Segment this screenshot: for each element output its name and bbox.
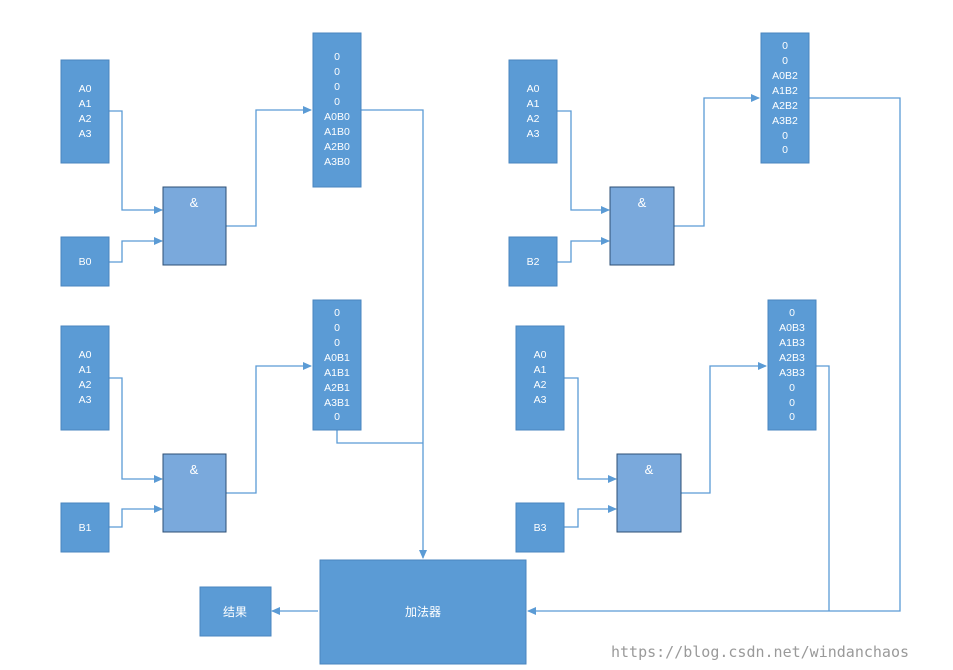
partial-product-bit: A1B0 (324, 126, 350, 138)
partial-product-bit: 0 (334, 66, 340, 78)
partial-product-bit: 0 (334, 337, 340, 349)
and-gate (162, 453, 227, 533)
a-input-box (60, 325, 110, 431)
partial-product-bit: A2B3 (779, 352, 805, 364)
partial-product-bit: A2B1 (324, 382, 350, 394)
and-gate-label: & (638, 195, 647, 210)
a-input-label: A1 (79, 98, 92, 110)
partial-product-bit: A3B1 (324, 397, 350, 409)
unit-0: A0 A1 A2 A3 B0 & 0 0 0 0 A0B0 A1B0 A2B0 … (60, 32, 362, 287)
a-input-label: A2 (79, 113, 92, 125)
wire-b0-to-gate-0 (109, 237, 163, 263)
partial-product-bit: A1B2 (772, 85, 798, 97)
partial-product-box (767, 299, 817, 431)
partial-product-bit: 0 (334, 96, 340, 108)
partial-product-bit: A0B2 (772, 70, 798, 82)
and-gate (162, 186, 227, 266)
wire-pp-3-to-adder (816, 365, 830, 611)
partial-product-bit: 0 (789, 382, 795, 394)
a-input-label: A0 (79, 349, 92, 361)
and-gate (616, 453, 682, 533)
partial-product-bit: 0 (782, 55, 788, 67)
a-input-label: A2 (534, 379, 547, 391)
partial-product-bit: A0B3 (779, 322, 805, 334)
and-gate-label: & (190, 462, 199, 477)
b-input-box (508, 236, 558, 287)
b-input-label: B3 (534, 522, 547, 534)
result-label: 结果 (223, 605, 247, 619)
partial-product-bit: 0 (789, 411, 795, 423)
wire-gate-3-to-pp-3 (681, 362, 767, 494)
wire-a-to-gate-0 (109, 110, 163, 214)
wire-gate-0-to-pp-0 (226, 106, 312, 227)
partial-product-bit: A1B3 (779, 337, 805, 349)
and-gate (609, 186, 675, 266)
a-input-label: A3 (79, 394, 92, 406)
partial-product-bit: 0 (782, 40, 788, 52)
wire-pp-1-to-adder (336, 430, 423, 444)
b-input-box (60, 502, 110, 553)
wire-gate-2-to-pp-2 (674, 94, 760, 227)
partial-product-bit: 0 (789, 397, 795, 409)
wire-b2-to-gate-2 (557, 237, 610, 263)
partial-product-bit: 0 (334, 322, 340, 334)
a-input-label: A0 (527, 83, 540, 95)
a-input-label: A2 (527, 113, 540, 125)
unit-3: A0 A1 A2 A3 B3 & 0 A0B3 A1B3 A2B3 A3B3 0… (515, 299, 817, 553)
a-input-label: A3 (79, 128, 92, 140)
partial-product-bit: 0 (782, 144, 788, 156)
wire-b3-to-gate-3 (564, 505, 617, 528)
partial-product-bit: 0 (334, 307, 340, 319)
a-input-label: A0 (79, 83, 92, 95)
and-gate-label: & (645, 462, 654, 477)
b-input-label: B2 (527, 256, 540, 268)
a-input-label: A1 (79, 364, 92, 376)
unit-2: A0 A1 A2 A3 B2 & 0 0 A0B2 A1B2 A2B2 A3B2… (508, 32, 810, 287)
partial-product-bit: A1B1 (324, 367, 350, 379)
a-input-label: A0 (534, 349, 547, 361)
partial-product-box (760, 32, 810, 164)
unit-1: A0 A1 A2 A3 B1 & 0 0 0 A0B1 A1B1 A2B1 A3… (60, 299, 362, 553)
a-input-label: A1 (527, 98, 540, 110)
a-input-box (60, 59, 110, 164)
wire-pp-0-to-adder (361, 109, 427, 559)
a-input-label: A2 (79, 379, 92, 391)
partial-product-bit: A3B0 (324, 156, 350, 168)
wire-gate-1-to-pp-1 (226, 362, 312, 494)
wire-a-to-gate-2 (557, 110, 610, 214)
wire-b1-to-gate-1 (109, 505, 163, 528)
a-input-label: A3 (534, 394, 547, 406)
b-input-label: B0 (79, 256, 92, 268)
partial-product-bit: 0 (334, 81, 340, 93)
result-box (199, 586, 272, 637)
wire-pp-2-to-adder (527, 97, 901, 615)
partial-product-box (312, 299, 362, 431)
partial-product-bit: A2B2 (772, 100, 798, 112)
partial-product-bit: A2B0 (324, 141, 350, 153)
a-input-box (515, 325, 565, 431)
partial-product-bit: A3B2 (772, 115, 798, 127)
wire-a-to-gate-1 (109, 377, 163, 483)
and-gate-label: & (190, 195, 199, 210)
a-input-label: A1 (534, 364, 547, 376)
wires (109, 94, 901, 615)
partial-product-bit: A0B0 (324, 111, 350, 123)
a-input-label: A3 (527, 128, 540, 140)
partial-product-bit: 0 (782, 130, 788, 142)
partial-product-bit: 0 (789, 307, 795, 319)
adder-box (319, 559, 527, 665)
partial-product-bit: 0 (334, 411, 340, 423)
partial-product-box (312, 32, 362, 188)
partial-product-bit: 0 (334, 51, 340, 63)
a-input-box (508, 59, 558, 164)
b-input-box (515, 502, 565, 553)
partial-product-bit: A0B1 (324, 352, 350, 364)
b-input-box (60, 236, 110, 287)
b-input-label: B1 (79, 522, 92, 534)
watermark-text: https://blog.csdn.net/windanchaos (611, 643, 909, 661)
wire-a-to-gate-3 (564, 377, 617, 483)
partial-product-bit: A3B3 (779, 367, 805, 379)
adder-label: 加法器 (405, 605, 441, 619)
